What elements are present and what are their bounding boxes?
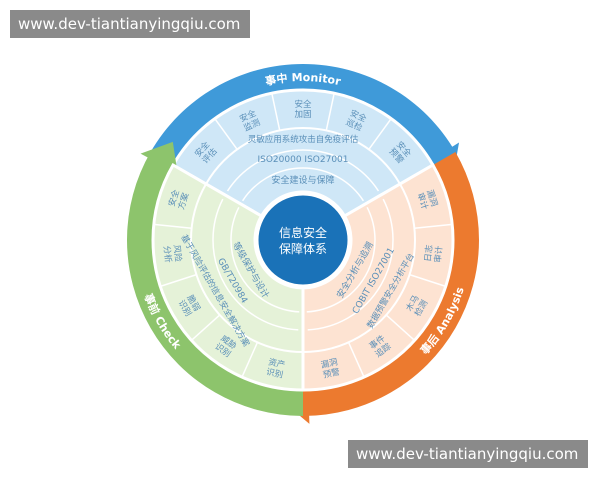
monitor-inner-line-3: 灵敏应用系统攻击自免疫评估 <box>248 134 359 145</box>
center-hub <box>255 192 351 288</box>
monitor-ring-label: 事中 Monitor <box>264 71 343 89</box>
check-outer-band <box>126 152 303 416</box>
monitor-inner-divider-1 <box>226 149 380 192</box>
check-item-divider <box>160 273 197 288</box>
check-outer-item-1: 资产识别 <box>265 357 286 381</box>
monitor-sector <box>171 88 435 219</box>
monitor-inner-line-2: ISO20000 ISO27001 <box>257 155 348 165</box>
monitor-item-divider <box>325 93 335 131</box>
check-inner-divider-1 <box>212 198 299 331</box>
check-item-divider <box>241 342 259 378</box>
center-title-line1: 信息安全 <box>279 225 327 240</box>
analysis-sector <box>301 162 455 392</box>
analysis-outer-item-5: 漏洞预警 <box>320 356 341 380</box>
check-outer-item-4: 风险分析 <box>161 244 184 264</box>
check-item-divider <box>191 314 221 341</box>
check-item-divider <box>153 223 192 230</box>
analysis-outer-band <box>303 152 479 416</box>
monitor-inner-line-1: 安全建设与保障 <box>271 174 334 186</box>
analysis-ring-divider <box>302 183 416 353</box>
monitor-outer-band <box>150 64 456 165</box>
monitor-inner-divider-0 <box>241 167 365 202</box>
check-inner-divider-0 <box>230 206 300 313</box>
analysis-outer-item-1: 漏洞审计 <box>414 188 439 211</box>
check-sector <box>151 162 305 392</box>
check-ring-divider <box>190 183 304 353</box>
analysis-item-divider <box>414 223 453 230</box>
analysis-inner-divider-0 <box>306 206 376 313</box>
watermark-top: www.dev-tiantianyingqiu.com <box>10 10 250 38</box>
analysis-item-divider <box>385 314 415 341</box>
analysis-item-divider <box>347 342 365 378</box>
check-arrow-head <box>140 141 178 174</box>
analysis-outer-item-2: 日志审计 <box>422 244 445 264</box>
monitor-item-divider <box>368 118 392 150</box>
monitor-outer-item-3: 安全加固 <box>294 99 312 120</box>
monitor-ring-divider <box>205 127 401 185</box>
analysis-inner-divider-1 <box>307 198 394 331</box>
watermark-bottom: www.dev-tiantianyingqiu.com <box>348 440 588 468</box>
center-title-line2: 保障体系 <box>279 241 327 256</box>
monitor-item-divider <box>271 93 281 131</box>
monitor-item-divider <box>214 118 238 150</box>
check-outer-item-5: 安全方案 <box>166 188 191 211</box>
analysis-item-divider <box>409 273 446 288</box>
